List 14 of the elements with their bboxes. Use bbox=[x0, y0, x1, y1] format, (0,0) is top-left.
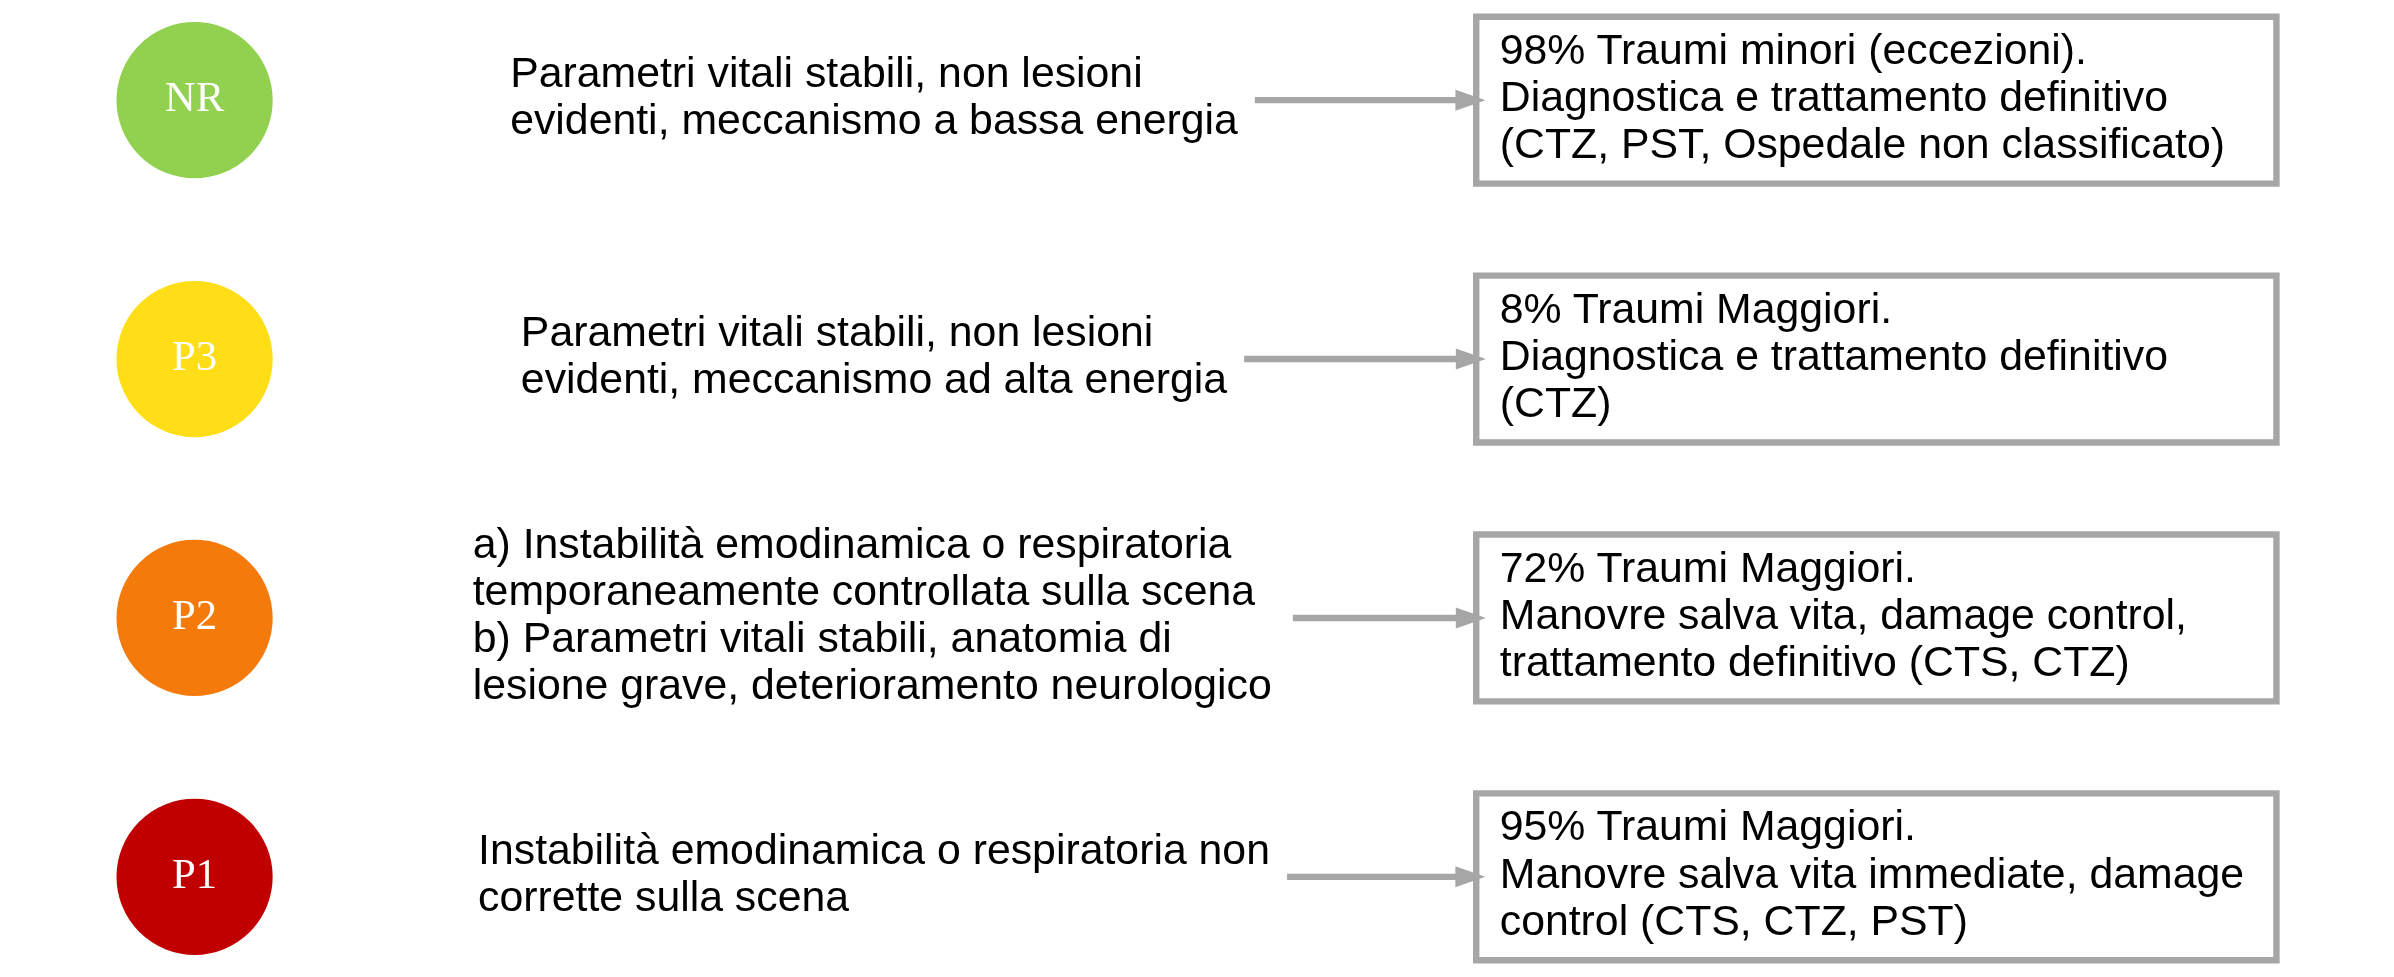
node-circle: NR bbox=[116, 22, 273, 179]
node-box: 8% Traumi Maggiori. Diagnostica e trattamento definitivo (CTZ) bbox=[1473, 272, 2280, 446]
arrow bbox=[1292, 607, 1486, 629]
node-circle: P3 bbox=[116, 280, 273, 438]
node-text: a) Instabilità emodinamica o respiratoria temporaneamente controllata sulla scena b) Parametri vitali stabili, anatomia di lesione grave, deterioramento neurologico bbox=[472, 519, 1272, 709]
node-circle: P1 bbox=[116, 798, 273, 955]
node-text: Instabilità emodinamica o respiratoria non corrette sulla scena bbox=[478, 825, 1270, 921]
node-circle: P2 bbox=[116, 539, 273, 697]
arrow bbox=[1254, 89, 1486, 111]
node-text: Parametri vitali stabili, non lesioni evidenti, meccanismo ad alta energia bbox=[520, 307, 1228, 403]
node-box: 72% Traumi Maggiori. Manovre salva vita, damage control, trattamento definitivo (CTS, CTZ) bbox=[1473, 531, 2280, 705]
node-box: 98% Traumi minori (eccezioni). Diagnostica e trattamento definitivo (CTZ, PST, Ospedale non classificato) bbox=[1473, 13, 2280, 187]
node-text: Parametri vitali stabili, non lesioni evidenti, meccanismo a bassa energia bbox=[510, 48, 1238, 144]
node-box: 95% Traumi Maggiori. Manovre salva vita immediate, damage control (CTS, CTZ, PST) bbox=[1473, 790, 2280, 964]
